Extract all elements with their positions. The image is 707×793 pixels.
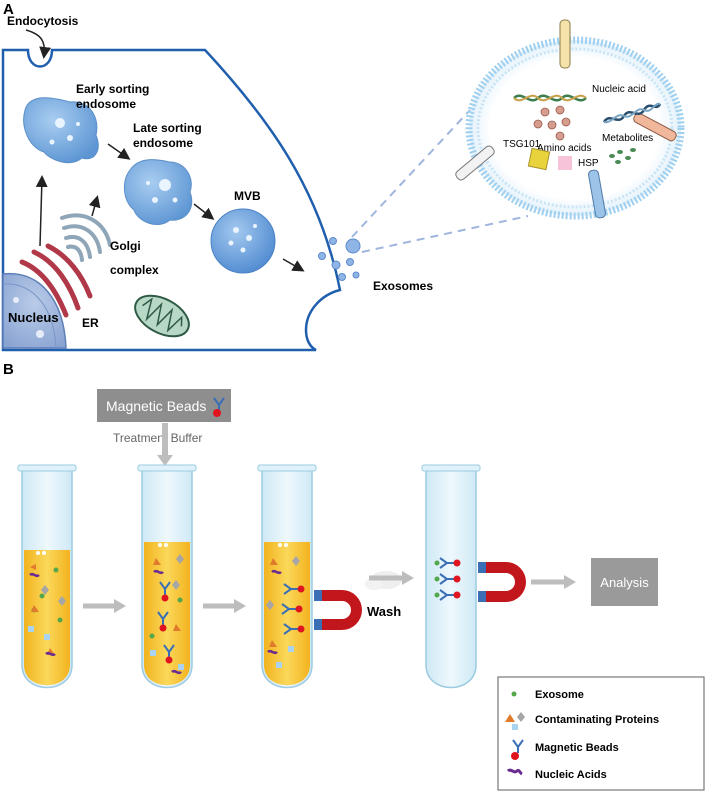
wash-arrow-head bbox=[402, 571, 414, 585]
tsg101-label: TSG101 bbox=[503, 139, 541, 150]
amino-acid-dots bbox=[533, 105, 571, 141]
exosome-vesicle bbox=[345, 238, 361, 254]
analysis-arrow-head bbox=[564, 575, 576, 589]
exosome-dot-icon bbox=[511, 691, 517, 697]
magnet-2 bbox=[478, 562, 526, 602]
er-label: ER bbox=[82, 316, 99, 330]
mvb bbox=[210, 208, 276, 274]
exosome-enlarged: Nucleic acid Amino acids TSG101 HSP bbox=[455, 19, 685, 220]
nucleic-acid-helix bbox=[603, 102, 661, 124]
tsg101-shape bbox=[527, 147, 551, 171]
zoom-line-bottom bbox=[361, 215, 529, 253]
early-endosome-label-1: Early sorting bbox=[76, 82, 149, 96]
late-endosome-label-2: endosome bbox=[133, 136, 193, 150]
legend-item-nucleic-acids: Nucleic Acids bbox=[535, 769, 607, 781]
magnetic-beads-box bbox=[97, 389, 231, 422]
exosome-vesicle bbox=[318, 252, 326, 260]
early-endosome bbox=[23, 97, 99, 164]
test-tube-1 bbox=[17, 464, 77, 689]
analysis-label: Analysis bbox=[600, 575, 649, 590]
legend-item-proteins: Contaminating Proteins bbox=[535, 714, 659, 726]
exosome-vesicle bbox=[352, 271, 360, 279]
early-to-late-arrow bbox=[107, 143, 131, 160]
membrane-protein-top bbox=[559, 19, 571, 69]
nucleic-acid-label: Nucleic acid bbox=[592, 84, 646, 95]
mvb-label: MVB bbox=[234, 189, 261, 203]
er-to-early-arrow bbox=[35, 175, 48, 247]
endocytosis-label: Endocytosis bbox=[7, 14, 79, 28]
hsp-shape bbox=[558, 156, 572, 170]
process-arrow-2-head bbox=[234, 599, 246, 613]
legend-item-exosome: Exosome bbox=[535, 689, 584, 701]
magnetic-beads-box-label: Magnetic Beads bbox=[106, 398, 206, 414]
late-to-mvb-arrow bbox=[193, 203, 215, 220]
magnet-1 bbox=[314, 590, 362, 630]
metabolites-label: Metabolites bbox=[602, 133, 653, 144]
test-tube-3 bbox=[257, 464, 317, 689]
metabolite-dots bbox=[609, 148, 636, 164]
legend-box bbox=[497, 676, 705, 791]
panel-b: B Magnetic Beads Treatment Buffer bbox=[3, 361, 705, 791]
membrane-protein-left bbox=[455, 145, 495, 181]
late-endosome bbox=[124, 159, 193, 225]
panel-a: A Endocytosis Early sorting endosome Lat… bbox=[1, 1, 685, 352]
endoplasmic-reticulum bbox=[19, 243, 93, 318]
nucleic-acid-icon bbox=[506, 768, 523, 776]
treatment-buffer-label: Treatment Buffer bbox=[113, 431, 202, 445]
panel-b-label: B bbox=[3, 361, 14, 378]
exosome-vesicle bbox=[329, 237, 337, 245]
early-endosome-label-2: endosome bbox=[76, 97, 136, 111]
nucleus-label: Nucleus bbox=[8, 310, 59, 325]
exosome-vesicle bbox=[346, 258, 354, 266]
legend: Exosome Contaminating Proteins Magnetic … bbox=[497, 676, 705, 791]
membrane-protein-bottom bbox=[588, 169, 606, 219]
golgi-complex bbox=[60, 213, 112, 262]
protein-shapes-icon bbox=[505, 712, 525, 730]
amino-acids-label: Amino acids bbox=[537, 143, 591, 154]
buffer-arrow-head bbox=[157, 455, 173, 466]
nucleic-acid-helix bbox=[513, 94, 587, 102]
exosome-vesicle bbox=[331, 260, 341, 270]
membrane-protein-right bbox=[633, 112, 677, 142]
golgi-label-1: Golgi bbox=[110, 239, 141, 253]
zoom-line-top bbox=[351, 109, 471, 238]
bead-antibody-icon bbox=[213, 397, 225, 417]
late-endosome-label-1: Late sorting bbox=[133, 121, 202, 135]
mitochondrion bbox=[134, 294, 190, 338]
test-tube-2 bbox=[137, 464, 197, 689]
test-tube-4 bbox=[421, 464, 481, 689]
golgi-label-2: complex bbox=[110, 263, 159, 277]
exosome-vesicle bbox=[338, 273, 346, 281]
panel-a-label: A bbox=[3, 1, 14, 18]
mvb-to-exosome-arrow bbox=[282, 258, 305, 272]
exosomes-label: Exosomes bbox=[373, 279, 433, 293]
hsp-label: HSP bbox=[578, 158, 599, 169]
bead-antibody-icon bbox=[511, 739, 524, 760]
golgi-to-late-arrow bbox=[88, 195, 101, 217]
endocytosis-arrow bbox=[25, 29, 52, 59]
legend-item-beads: Magnetic Beads bbox=[535, 742, 619, 754]
analysis-box bbox=[591, 558, 658, 606]
nucleus bbox=[2, 272, 67, 349]
process-arrow-1-head bbox=[114, 599, 126, 613]
wash-label: Wash bbox=[367, 604, 401, 619]
